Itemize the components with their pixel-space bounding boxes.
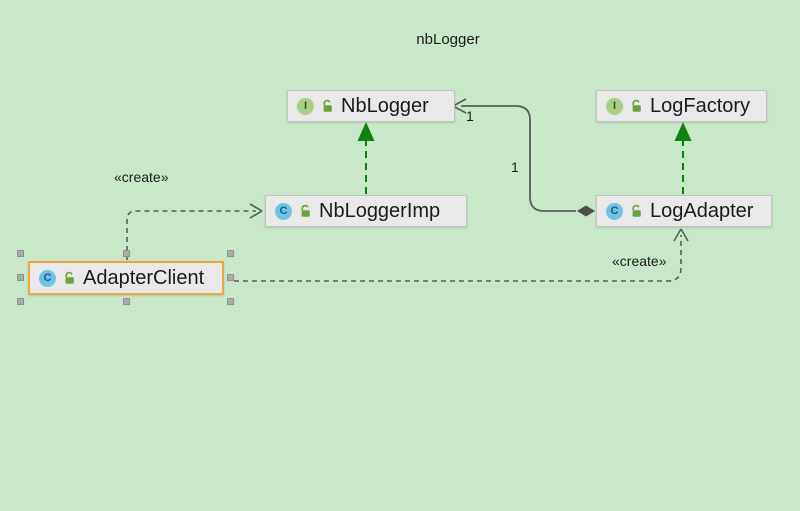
node-label: LogAdapter bbox=[650, 199, 754, 222]
node-nbloggerimp[interactable]: C NbLoggerImp bbox=[265, 195, 467, 227]
edge-realization-nbloggerimp-nblogger[interactable] bbox=[357, 122, 375, 194]
selection-handle-top-right[interactable] bbox=[227, 250, 234, 257]
edge-create-adapterclient-nbloggerimp[interactable] bbox=[126, 203, 263, 260]
selection-handle-mid-left[interactable] bbox=[17, 274, 24, 281]
selection-handle-bottom-left[interactable] bbox=[17, 298, 24, 305]
open-arrowhead bbox=[673, 228, 689, 242]
node-logadapter[interactable]: C LogAdapter bbox=[596, 195, 772, 227]
aggregation-diamond bbox=[577, 205, 595, 217]
create-stereotype-label: «create» bbox=[612, 253, 667, 269]
diagram-title: nbLogger bbox=[416, 31, 480, 48]
open-lock-icon bbox=[323, 99, 332, 112]
node-label: NbLogger bbox=[341, 94, 429, 117]
interface-icon: I bbox=[606, 97, 623, 115]
edge-create-adapterclient-logadapter[interactable] bbox=[234, 228, 689, 282]
node-adapterclient-selected[interactable]: C AdapterClient bbox=[28, 261, 224, 295]
open-arrowhead bbox=[452, 98, 467, 114]
interface-icon: I bbox=[297, 97, 314, 115]
multiplicity-label: 1 bbox=[511, 159, 519, 175]
node-logfactory[interactable]: I LogFactory bbox=[596, 90, 767, 122]
class-icon: C bbox=[39, 269, 56, 287]
realization-arrowhead bbox=[674, 122, 692, 141]
edge-aggregation-logadapter-nblogger[interactable] bbox=[452, 98, 595, 217]
selection-handle-top-left[interactable] bbox=[17, 250, 24, 257]
open-lock-icon bbox=[632, 204, 641, 217]
node-label: NbLoggerImp bbox=[319, 199, 441, 222]
realization-arrowhead bbox=[357, 122, 375, 141]
multiplicity-label: 1 bbox=[466, 108, 474, 124]
node-label: AdapterClient bbox=[83, 266, 205, 289]
selection-handle-mid-right[interactable] bbox=[227, 274, 234, 281]
selection-handle-bottom-mid[interactable] bbox=[123, 298, 130, 305]
class-icon: C bbox=[275, 202, 292, 220]
node-label: LogFactory bbox=[650, 94, 751, 117]
open-lock-icon bbox=[65, 271, 74, 284]
create-stereotype-label: «create» bbox=[114, 169, 169, 185]
selection-handle-bottom-right[interactable] bbox=[227, 298, 234, 305]
open-lock-icon bbox=[632, 99, 641, 112]
edge-realization-logadapter-logfactory[interactable] bbox=[674, 122, 692, 194]
class-icon: C bbox=[606, 202, 623, 220]
selection-handle-top-mid[interactable] bbox=[123, 250, 130, 257]
node-nblogger[interactable]: I NbLogger bbox=[287, 90, 455, 122]
open-arrowhead bbox=[249, 203, 263, 219]
open-lock-icon bbox=[301, 204, 310, 217]
